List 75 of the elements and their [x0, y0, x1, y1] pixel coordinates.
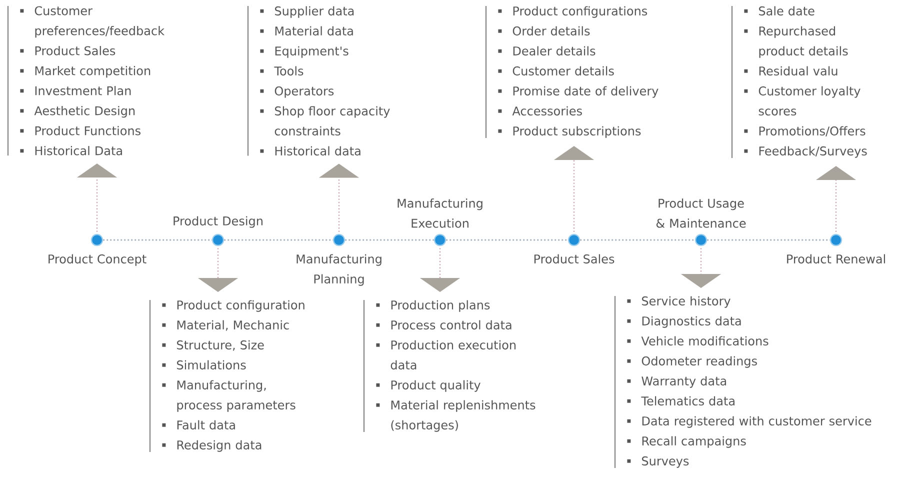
list-item: Customer details	[512, 66, 614, 76]
bullet-list	[485, 6, 658, 138]
stage-label: Product Renewal	[787, 254, 886, 264]
list-item: Production execution data	[390, 340, 516, 370]
list-item: Material data	[275, 26, 353, 36]
list-item: Fault data	[177, 420, 235, 430]
list-item: Historical data	[275, 146, 360, 156]
list-item: Production plans	[391, 300, 490, 312]
stage-label: Product Usage & Maintenance	[656, 198, 746, 228]
timeline-line	[103, 239, 212, 241]
timeline-dot	[568, 234, 580, 246]
list-item: Historical Data	[35, 146, 122, 156]
list-item: Product configuration	[177, 300, 304, 312]
list-item: Diagnostics data	[642, 316, 741, 328]
list-item: Promotions/Offers	[759, 126, 866, 136]
list-item: Manufacturing, process parameters	[177, 380, 296, 412]
list-item: Promise date of delivery	[513, 86, 658, 98]
list-item: Product configurations	[513, 6, 648, 18]
bullet-list	[149, 300, 304, 452]
list-item: Customer preferences/feedback	[34, 6, 165, 38]
bullet-list	[247, 6, 390, 156]
timeline-line	[707, 239, 830, 241]
list-item: Telematics data	[641, 396, 734, 406]
list-item: Accessories	[512, 106, 582, 116]
list-item: Process control data	[391, 320, 512, 330]
list-item: Feedback/Surveys	[759, 146, 867, 158]
list-item: Product Functions	[35, 126, 140, 136]
list-item: Simulations	[176, 360, 246, 370]
timeline-dot	[212, 234, 224, 246]
stage-label: Manufacturing Planning	[296, 254, 382, 286]
list-item: Product quality	[391, 380, 480, 392]
list-item: Service history	[642, 296, 730, 308]
list-item: Equipment's	[275, 46, 348, 58]
list-item: Redesign data	[177, 440, 262, 452]
list-item: Market competition	[35, 66, 150, 78]
stage-label: Product Concept	[48, 254, 146, 266]
list-item: Warranty data	[642, 376, 726, 388]
bullet-list	[7, 6, 165, 156]
list-item: Investment Plan	[35, 86, 131, 96]
list-item: Product Sales	[35, 46, 116, 56]
list-item: Material, Mechanic	[177, 320, 289, 331]
list-item: Repurchased product details	[759, 26, 848, 58]
list-item: Tools	[274, 66, 304, 76]
bullet-list	[363, 300, 536, 432]
stage-label: Product Design	[174, 216, 262, 228]
list-item: Shop floor capacity constraints	[274, 106, 390, 136]
list-item: Data registered with customer service	[642, 416, 872, 428]
bullet-list	[614, 296, 872, 468]
timeline-dot	[90, 234, 104, 246]
list-item: Surveys	[642, 456, 689, 468]
timeline-dot	[694, 234, 708, 246]
list-item: Sale date	[759, 6, 814, 16]
timeline-line	[345, 239, 434, 241]
timeline-line	[224, 239, 333, 241]
list-item: Material replenishments (shortages)	[391, 400, 536, 432]
list-item: Residual valu	[759, 66, 838, 76]
list-item: Product subscriptions	[513, 126, 641, 138]
list-item: Operators	[274, 86, 334, 98]
list-item: Vehicle modifications	[641, 336, 768, 346]
list-item: Order details	[512, 26, 590, 36]
timeline-line	[580, 239, 695, 241]
timeline-dot	[332, 234, 346, 246]
list-item: Aesthetic Design	[34, 106, 135, 118]
stage-label: Product Sales	[534, 254, 614, 264]
list-item: Recall campaigns	[642, 436, 746, 448]
timeline-line	[446, 239, 568, 241]
timeline-dot	[830, 234, 842, 246]
list-item: Odometer readings	[642, 356, 757, 368]
timeline-dot	[434, 234, 446, 246]
list-item: Structure, Size	[176, 340, 264, 351]
stage-label: Manufacturing Execution	[398, 198, 482, 228]
list-item: Supplier data	[274, 6, 354, 18]
bullet-list	[731, 6, 867, 158]
list-item: Dealer details	[513, 46, 596, 56]
list-item: Customer loyalty scores	[758, 86, 860, 116]
